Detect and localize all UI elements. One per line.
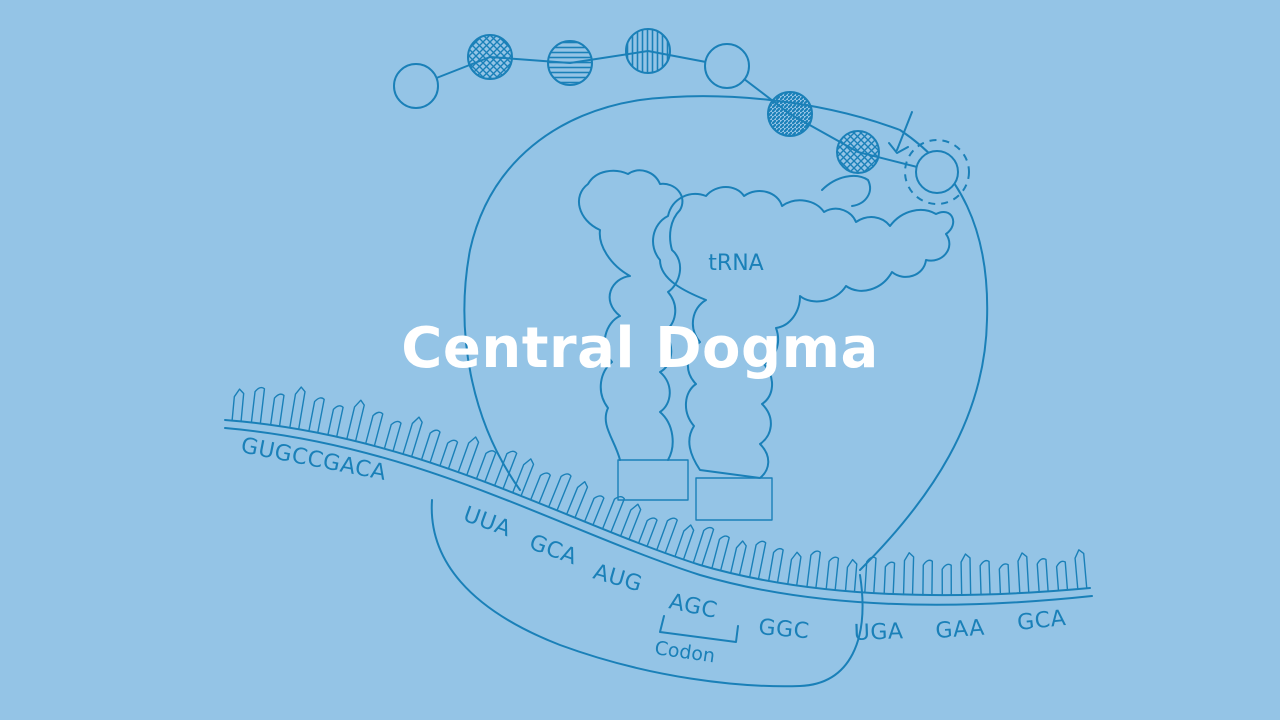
mrna-base: [1036, 558, 1049, 593]
mrna-base: [998, 563, 1011, 595]
mrna-base: [530, 472, 551, 504]
new-bond-highlight: [904, 139, 970, 205]
mrna-base: [1017, 552, 1030, 594]
trna-right: [652, 186, 955, 479]
arrow-pointer-icon: [888, 111, 913, 154]
mrna-base: [269, 393, 285, 427]
mrna-base: [402, 416, 423, 458]
trna-right-anticodon: [695, 477, 773, 521]
mrna-base: [420, 429, 441, 464]
mrna-base: [656, 517, 678, 554]
mrna-base: [547, 473, 572, 512]
mrna-seq-8: GCA: [1016, 606, 1067, 636]
mrna-seq-6: UGA: [853, 619, 904, 646]
amino-acid-1: [393, 63, 439, 109]
trna-left-anticodon: [617, 459, 689, 501]
mrna-base: [308, 397, 325, 434]
mrna-seq-7: GAA: [935, 616, 986, 644]
mrna-base: [902, 552, 915, 596]
mrna-base: [922, 559, 934, 596]
mrna-base: [475, 450, 497, 483]
mrna-base: [1074, 549, 1088, 590]
amino-acid-5: [704, 43, 750, 89]
amino-acid-3: [547, 40, 593, 86]
mrna-base: [729, 540, 747, 576]
mrna-bases: [231, 386, 1088, 596]
mrna-base: [1055, 560, 1069, 592]
trna-left: [578, 169, 684, 461]
mrna-base: [493, 450, 518, 490]
mrna-base: [250, 386, 266, 425]
amino-acid-new: [915, 150, 959, 194]
amino-acid-6: [767, 91, 813, 137]
amino-acid-2: [467, 34, 513, 80]
mrna-base: [767, 547, 784, 584]
mrna-base: [748, 540, 767, 580]
mrna-base: [601, 495, 626, 533]
trna-right-tail: [821, 174, 871, 207]
mrna-base: [565, 481, 589, 519]
mrna-base: [825, 556, 840, 591]
mrna-base: [637, 517, 658, 548]
ribosome-outline: [463, 95, 989, 571]
codon-bracket: [659, 615, 739, 643]
mrna-base: [327, 405, 344, 438]
mrna-base: [457, 436, 480, 476]
mrna-base: [439, 439, 459, 470]
mrna-seq-5: GGC: [757, 615, 810, 644]
mrna-base: [289, 386, 306, 430]
mrna-base: [511, 458, 535, 497]
mrna-base: [864, 556, 877, 594]
amino-acid-4: [625, 28, 671, 74]
mrna-base: [346, 399, 365, 442]
ribosome-small-subunit: [430, 499, 864, 688]
mrna-base: [364, 411, 384, 447]
mrna-base: [383, 420, 402, 452]
trna-label: tRNA: [708, 251, 763, 276]
mrna-base: [960, 553, 972, 596]
mrna-base: [231, 388, 245, 423]
mrna-base: [692, 526, 715, 567]
slide-title: Central Dogma: [401, 316, 879, 381]
mrna-strand-lower: [224, 427, 1093, 606]
amino-acid-7: [836, 130, 880, 174]
mrna-base: [787, 551, 802, 587]
mrna-strand-upper: [224, 419, 1091, 597]
mrna-base: [619, 503, 642, 541]
mrna-base: [941, 563, 952, 596]
mrna-base: [583, 495, 605, 526]
mrna-base: [979, 559, 991, 596]
mrna-base: [806, 550, 822, 589]
mrna-base: [674, 524, 695, 561]
mrna-base: [883, 561, 896, 595]
mrna-base: [844, 558, 858, 593]
mrna-base: [711, 535, 730, 572]
